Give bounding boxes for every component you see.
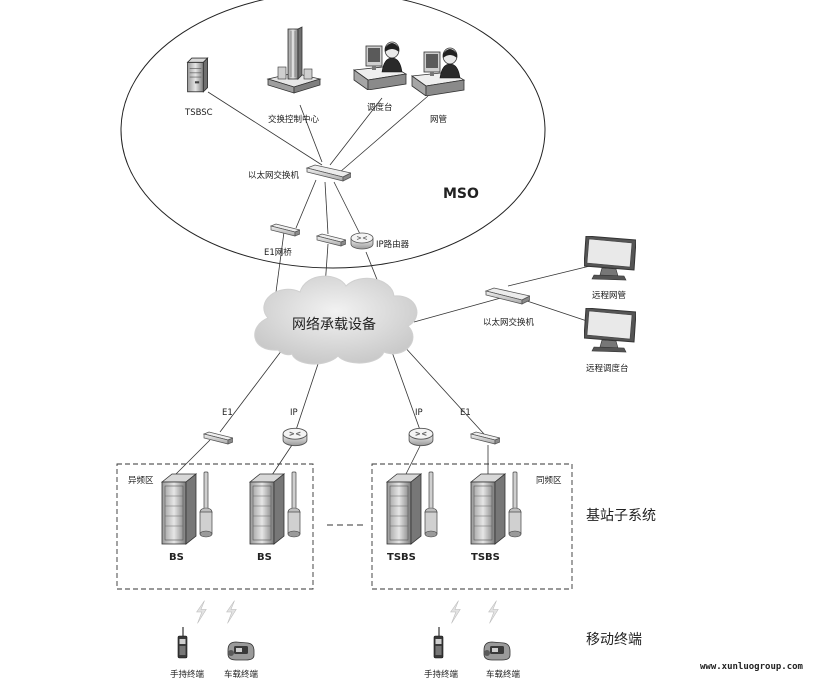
network-cloud-label: 网络承载设备 xyxy=(292,316,376,333)
link-left-e1-bs xyxy=(171,439,211,479)
link-left-ip-bs xyxy=(269,444,293,479)
watermark-url: www.xunluogroup.com xyxy=(700,662,804,672)
link-remoteswitch-dispatch xyxy=(517,297,591,323)
link-tsbsc-switch xyxy=(207,91,323,166)
tsbs2-label: TSBS xyxy=(471,552,500,563)
mso-boundary xyxy=(120,0,546,269)
link-right-ip-tsbs xyxy=(403,445,421,479)
link-cloud-left-ip xyxy=(295,351,323,431)
link-switch-e1bridge xyxy=(295,179,317,229)
left-handheld-label: 手持终端 xyxy=(170,669,205,680)
link-switch-router xyxy=(333,181,361,235)
bs1-label: BS xyxy=(169,552,184,563)
netmgmt-operator-icon xyxy=(411,47,465,96)
remote-netmgmt-label: 远程网管 xyxy=(592,290,626,301)
right-ip-router-icon xyxy=(408,427,434,447)
right-signal-bolt-2-icon xyxy=(488,600,499,624)
link-center-switch xyxy=(299,104,323,163)
right-ip-link-label: IP xyxy=(415,408,423,418)
link-cloud-right-ip xyxy=(391,351,421,431)
link-cloud-remoteswitch xyxy=(413,295,509,323)
right-signal-bolt-1-icon xyxy=(450,600,461,624)
right-vehicle-label: 车载终端 xyxy=(486,669,521,680)
mobile-terminal-section-label: 移动终端 xyxy=(586,632,642,648)
link-e1bridge-cloud xyxy=(275,231,285,293)
bs2-label: BS xyxy=(257,552,272,563)
link-remoteswitch-netmgmt xyxy=(507,265,591,287)
right-e1-bridge-icon xyxy=(470,431,500,445)
network-cloud xyxy=(254,275,418,365)
left-signal-bolt-2-icon xyxy=(226,600,237,624)
base-subsystem-section-label: 基站子系统 xyxy=(586,507,656,524)
netmgmt-label: 网管 xyxy=(430,114,447,125)
mso-ethernet-switch-icon xyxy=(306,164,351,182)
mso-ethernet-switch-label: 以太网交换机 xyxy=(248,170,300,181)
left-ip-link-label: IP xyxy=(290,408,298,418)
tsbs1-cabinet-icon xyxy=(386,471,438,545)
remote-ethernet-switch-label: 以太网交换机 xyxy=(483,317,535,328)
link-switch-bridge2 xyxy=(324,181,329,235)
left-vehicle-terminal-icon xyxy=(227,641,255,661)
link-dispatch-switch xyxy=(329,97,383,166)
switch-center-building-icon xyxy=(267,26,321,94)
right-vehicle-terminal-icon xyxy=(483,641,511,661)
left-signal-bolt-1-icon xyxy=(196,600,207,624)
e1-bridge-label: E1网桥 xyxy=(264,247,292,258)
bs2-cabinet-icon xyxy=(249,471,301,545)
right-zone-label: 同频区 xyxy=(536,475,562,486)
link-netmgmt-switch xyxy=(339,95,429,173)
tsbs2-cabinet-icon xyxy=(470,471,522,545)
tsbsc-label: TSBSC xyxy=(184,108,213,118)
right-e1-link-label: E1 xyxy=(460,408,471,418)
link-cloud-left-e1 xyxy=(219,349,283,433)
left-vehicle-label: 车载终端 xyxy=(224,669,259,680)
tsbsc-server-icon xyxy=(187,57,209,93)
bs1-cabinet-icon xyxy=(161,471,213,545)
remote-dispatch-label: 远程调度台 xyxy=(586,363,629,374)
left-zone-label: 异频区 xyxy=(128,475,154,486)
right-handheld-label: 手持终端 xyxy=(424,669,459,680)
ip-router-label: IP路由器 xyxy=(376,239,410,250)
bridge-2-icon xyxy=(316,233,346,247)
left-e1-link-label: E1 xyxy=(222,408,233,418)
link-cloud-right-e1 xyxy=(401,343,485,435)
dispatch-label: 调度台 xyxy=(367,102,393,113)
remote-dispatch-monitor-icon xyxy=(584,308,636,353)
ip-router-icon xyxy=(350,232,374,250)
mso-title: MSO xyxy=(443,186,479,202)
right-zone-boundary xyxy=(371,463,573,590)
remote-netmgmt-monitor-icon xyxy=(584,236,636,281)
switch-center-label: 交换控制中心 xyxy=(268,114,320,125)
remote-ethernet-switch-icon xyxy=(485,287,530,305)
e1-bridge-icon xyxy=(270,223,300,237)
left-zone-boundary xyxy=(116,463,314,590)
left-handheld-terminal-icon xyxy=(177,626,188,659)
right-handheld-terminal-icon xyxy=(433,626,444,659)
dispatch-operator-icon xyxy=(353,41,407,90)
left-ip-router-icon xyxy=(282,427,308,447)
tsbs1-label: TSBS xyxy=(387,552,416,563)
